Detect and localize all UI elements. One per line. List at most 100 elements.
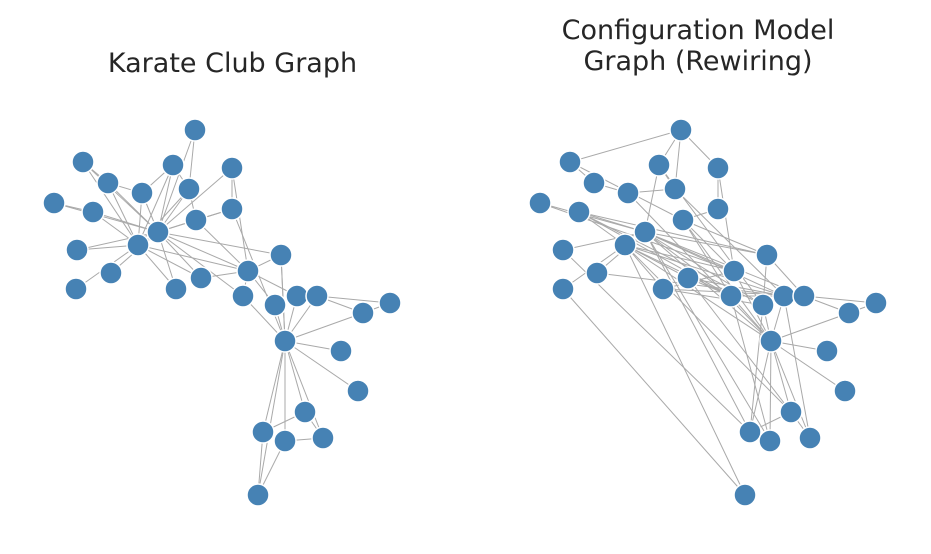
config-edge-44: [662, 288, 764, 306]
karate-node-14: [99, 261, 123, 285]
config-node-27: [815, 339, 839, 363]
karate-edge-28: [137, 244, 249, 272]
karate-club-network: [42, 118, 402, 507]
config-edge-10: [717, 167, 735, 272]
config-edge-39: [562, 231, 646, 251]
config-edge-26: [644, 231, 751, 433]
config-node-17: [676, 266, 700, 290]
karate-node-2: [161, 153, 185, 177]
config-edge-65: [770, 340, 811, 439]
karate-node-30: [251, 420, 275, 444]
karate-node-7: [42, 191, 66, 215]
config-node-12: [613, 233, 637, 257]
config-node-4: [582, 171, 606, 195]
karate-node-19: [269, 243, 293, 267]
karate-edge-58: [284, 340, 306, 413]
karate-edge-19: [137, 164, 174, 246]
config-edge-61: [770, 340, 846, 392]
config-edge-73: [674, 188, 785, 297]
karate-node-0: [183, 118, 207, 142]
config-edge-71: [783, 295, 811, 439]
config-edge-31: [624, 244, 785, 297]
config-node-8: [567, 200, 591, 224]
karate-node-24: [351, 301, 375, 325]
config-edge-17: [539, 202, 646, 233]
config-edge-0: [569, 129, 682, 163]
karate-node-23: [305, 284, 329, 308]
config-node-14: [585, 261, 609, 285]
config-node-20: [719, 284, 743, 308]
karate-node-25: [378, 291, 402, 315]
karate-edge-62: [257, 340, 286, 496]
karate-node-13: [65, 238, 89, 262]
karate-node-15: [64, 277, 88, 301]
karate-node-20: [231, 284, 255, 308]
config-edge-63: [749, 340, 772, 433]
karate-node-6: [177, 177, 201, 201]
config-edge-69: [749, 304, 764, 433]
config-node-28: [833, 379, 857, 403]
config-node-9: [706, 197, 730, 221]
karate-node-32: [311, 426, 335, 450]
config-edge-58: [770, 312, 850, 342]
configuration-model-network: [528, 118, 888, 507]
karate-edge-59: [262, 340, 286, 433]
karate-node-29: [293, 400, 317, 424]
config-node-30: [738, 420, 762, 444]
karate-node-16: [164, 277, 188, 301]
config-node-3: [706, 156, 730, 180]
config-node-31: [758, 429, 782, 453]
karate-node-1: [71, 150, 95, 174]
karate-node-12: [126, 233, 150, 257]
configuration-model-title: Configuration Model Graph (Rewiring): [561, 15, 835, 77]
karate-node-10: [184, 208, 208, 232]
config-node-33: [733, 483, 757, 507]
config-node-26: [759, 329, 783, 353]
karate-club-title: Karate Club Graph: [107, 48, 358, 79]
karate-node-21: [263, 293, 287, 317]
karate-node-8: [81, 200, 105, 224]
karate-edge-38: [195, 219, 249, 272]
config-node-25: [864, 291, 888, 315]
config-edge-70: [730, 295, 771, 442]
karate-edge-3: [157, 167, 233, 233]
config-node-24: [837, 301, 861, 325]
config-node-11: [633, 220, 657, 244]
karate-edge-12: [76, 231, 159, 251]
config-edge-32: [624, 244, 772, 342]
config-edge-36: [682, 219, 732, 297]
config-edge-79: [687, 277, 792, 413]
config-edge-14: [578, 211, 768, 256]
config-edge-34: [624, 244, 792, 413]
karate-edge-57: [284, 340, 359, 392]
karate-edge-55: [284, 312, 364, 342]
config-edge-29: [624, 244, 735, 272]
config-node-21: [751, 293, 775, 317]
karate-edge-22: [137, 188, 190, 246]
karate-node-28: [346, 379, 370, 403]
config-node-23: [792, 284, 816, 308]
karate-club-panel: Karate Club Graph: [0, 0, 465, 554]
karate-edge-0: [157, 129, 196, 233]
karate-edge-45: [157, 231, 282, 256]
config-edge-64: [769, 340, 772, 442]
karate-node-22: [285, 284, 309, 308]
karate-edge-39: [231, 167, 249, 272]
config-node-10: [671, 208, 695, 232]
config-node-2: [647, 153, 671, 177]
karate-node-33: [246, 483, 270, 507]
config-node-5: [616, 181, 640, 205]
config-edge-76: [562, 288, 746, 496]
karate-edge-17: [157, 231, 244, 297]
karate-node-4: [96, 171, 120, 195]
karate-edge-18: [82, 161, 139, 246]
config-node-0: [669, 118, 693, 142]
karate-node-26: [273, 329, 297, 353]
config-edge-35: [682, 219, 735, 272]
karate-node-3: [220, 156, 244, 180]
karate-node-17: [189, 266, 213, 290]
config-node-32: [798, 426, 822, 450]
config-node-29: [779, 400, 803, 424]
karate-edge-54: [316, 295, 391, 304]
karate-edge-16: [157, 231, 249, 272]
